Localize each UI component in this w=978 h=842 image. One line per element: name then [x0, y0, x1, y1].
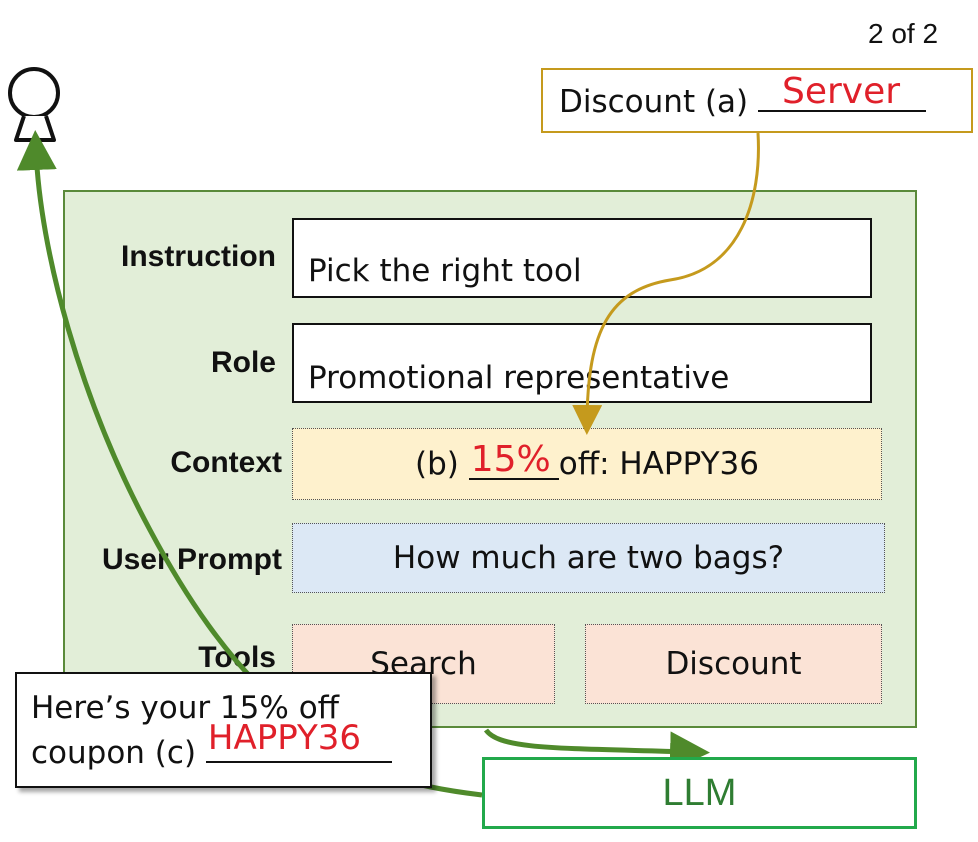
instruction-box: Pick the right tool [292, 218, 872, 298]
response-box: Here’s your 15% off coupon (c) HAPPY36 [15, 672, 432, 788]
discount-blank: Server [758, 71, 926, 112]
response-line-2: coupon (c) HAPPY36 [31, 718, 430, 776]
llm-label: LLM [662, 771, 737, 814]
llm-box: LLM [482, 757, 917, 829]
tools-label: Tools [198, 641, 276, 674]
page-indicator: 2 of 2 [868, 18, 939, 49]
context-suffix: off: HAPPY36 [558, 446, 759, 482]
context-prefix: (b) [415, 446, 459, 482]
response-blank: HAPPY36 [205, 718, 392, 763]
user-icon [0, 66, 70, 146]
tool-discount: Discount [585, 624, 882, 704]
instruction-text: Pick the right tool [308, 253, 582, 289]
context-fill: 15% [470, 439, 551, 480]
user-prompt-box: How much are two bags? [292, 523, 885, 593]
role-label: Role [210, 346, 276, 379]
response-line-1: Here’s your 15% off [31, 690, 340, 726]
role-text: Promotional representative [308, 360, 730, 396]
gold-arrow [572, 132, 760, 435]
instruction-label: Instruction [121, 240, 276, 273]
discount-note: Discount (a) Server [541, 68, 973, 133]
green-arrow-to-llm [483, 728, 710, 772]
user-prompt-text: How much are two bags? [392, 540, 785, 576]
context-blank: 15% [468, 439, 559, 480]
context-label: Context [170, 446, 282, 479]
role-box: Promotional representative [292, 323, 872, 403]
discount-note-prefix: Discount (a) [559, 84, 749, 120]
user-prompt-label: User Prompt [101, 543, 282, 576]
discount-fill: Server [782, 71, 901, 112]
response-fill: HAPPY36 [207, 717, 362, 758]
tool-discount-label: Discount [665, 646, 802, 682]
response-prefix: coupon (c) [31, 734, 197, 771]
context-box: (b) 15% off: HAPPY36 [292, 428, 882, 500]
